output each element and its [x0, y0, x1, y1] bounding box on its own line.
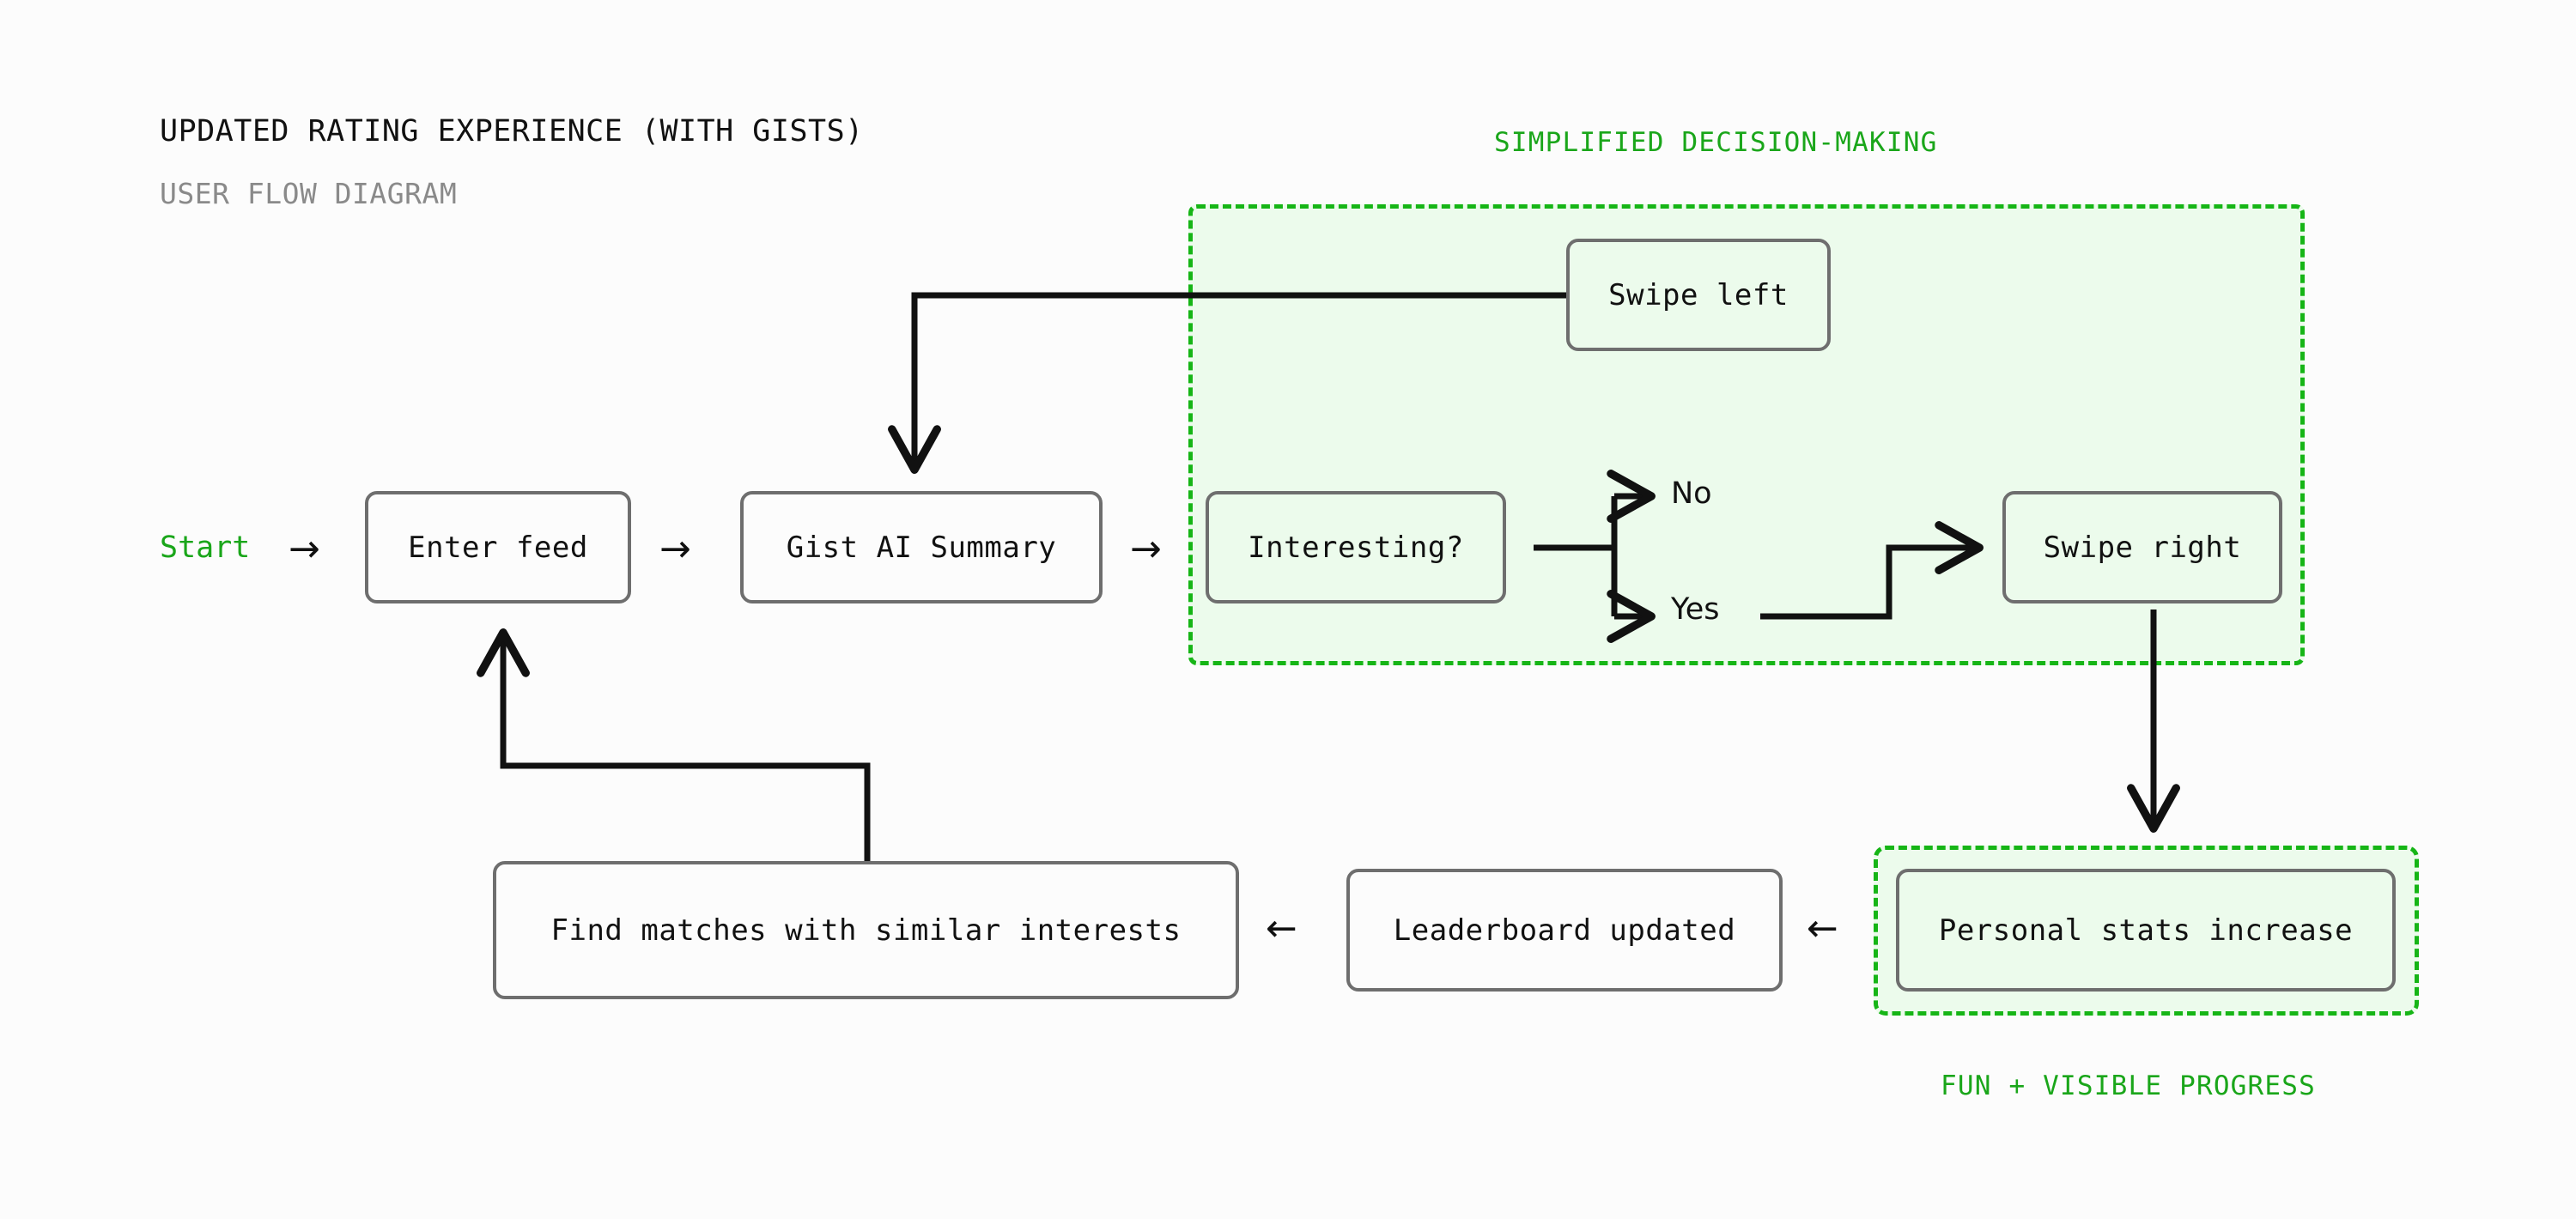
arrow-right-icon-start-to-enter-feed: →	[289, 527, 320, 571]
node-interesting-decision[interactable]: Interesting?	[1206, 491, 1506, 603]
node-swipe-right-label: Swipe right	[2043, 530, 2242, 565]
node-personal-stats-increase-label: Personal stats increase	[1938, 913, 2354, 948]
zone-caption-simplified-decision-making: SIMPLIFIED DECISION-MAKING	[1494, 127, 1938, 158]
arrow-right-icon-enter-feed-to-gist: →	[659, 527, 691, 571]
node-swipe-right[interactable]: Swipe right	[2002, 491, 2282, 603]
edge-label-no: No	[1671, 476, 1712, 511]
node-interesting-label: Interesting?	[1248, 530, 1464, 565]
node-find-matches[interactable]: Find matches with similar interests	[493, 861, 1239, 999]
page-title: UPDATED RATING EXPERIENCE (WITH GISTS)	[160, 114, 864, 149]
arrow-right-icon-gist-to-interesting: →	[1130, 527, 1162, 571]
node-personal-stats-increase[interactable]: Personal stats increase	[1896, 869, 2396, 992]
zone-caption-fun-visible-progress: FUN + VISIBLE PROGRESS	[1941, 1070, 2316, 1101]
node-find-matches-label: Find matches with similar interests	[550, 913, 1182, 948]
node-gist-ai-summary-label: Gist AI Summary	[786, 530, 1057, 565]
arrow-left-icon-stats-to-leaderboard: ←	[1807, 907, 1838, 950]
node-swipe-left-label: Swipe left	[1608, 277, 1789, 312]
node-leaderboard-updated-label: Leaderboard updated	[1393, 913, 1736, 948]
page-subtitle: USER FLOW DIAGRAM	[160, 177, 458, 210]
node-gist-ai-summary[interactable]: Gist AI Summary	[740, 491, 1103, 603]
zone-fun-visible-progress	[1874, 846, 2419, 1016]
arrow-left-icon-leaderboard-to-find-matches: ←	[1266, 907, 1297, 950]
node-enter-feed[interactable]: Enter feed	[365, 491, 631, 603]
edge-find-matches-to-enter-feed	[477, 628, 871, 861]
node-leaderboard-updated[interactable]: Leaderboard updated	[1346, 869, 1783, 992]
node-enter-feed-label: Enter feed	[408, 530, 588, 565]
node-swipe-left[interactable]: Swipe left	[1566, 239, 1831, 351]
edge-label-yes: Yes	[1671, 592, 1720, 627]
node-start-label: Start	[160, 531, 251, 565]
